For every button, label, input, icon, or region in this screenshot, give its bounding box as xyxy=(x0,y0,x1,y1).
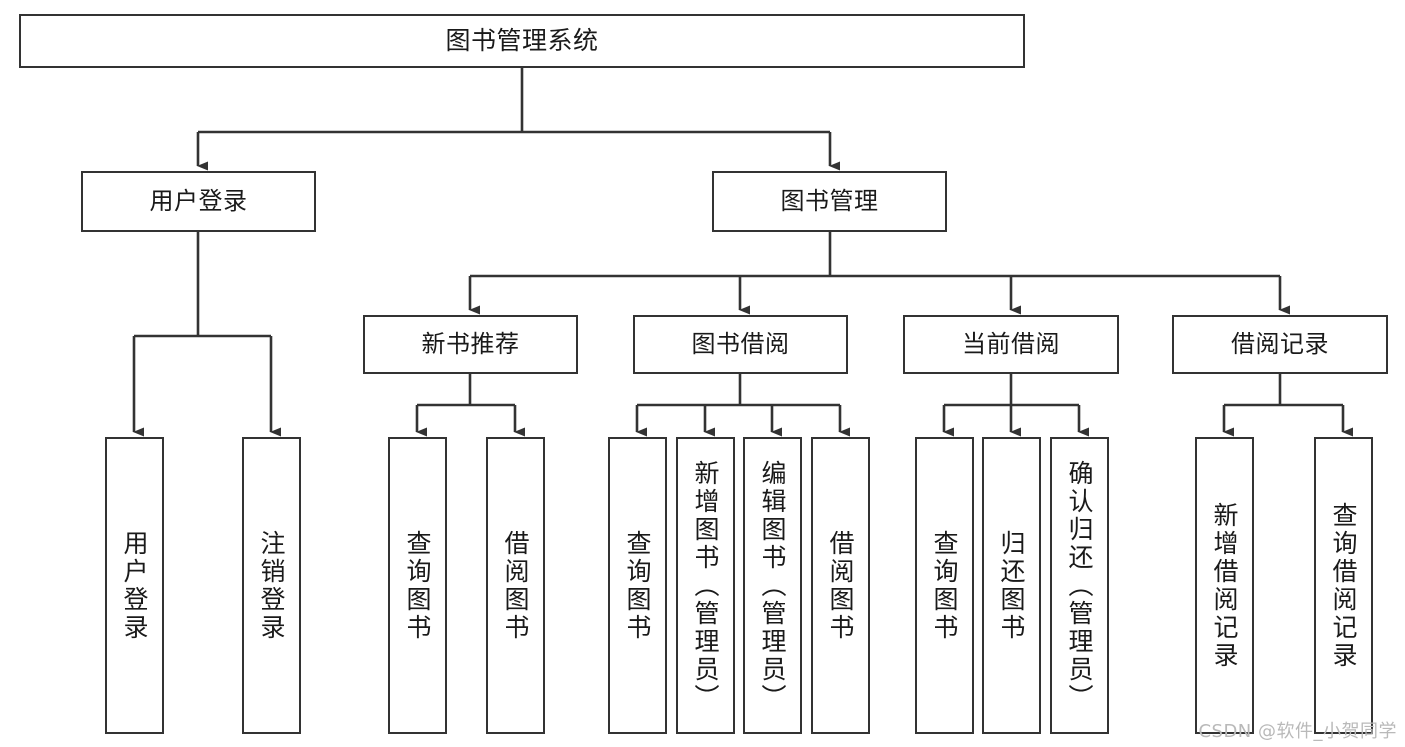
node-current-borrow[interactable]: 当前借阅 xyxy=(903,315,1119,374)
leaf-query-book-1[interactable]: 查询图书 xyxy=(388,437,447,734)
node-root[interactable]: 图书管理系统 xyxy=(19,14,1025,68)
leaf-borrow-book-2-label: 借阅图书 xyxy=(826,529,855,642)
node-book-management-label: 图书管理 xyxy=(780,187,879,216)
leaf-query-book-3-label: 查询图书 xyxy=(930,529,959,642)
node-new-book-recommend[interactable]: 新书推荐 xyxy=(363,315,578,374)
node-borrow-record-label: 借阅记录 xyxy=(1231,330,1329,359)
leaf-borrow-book-1-label: 借阅图书 xyxy=(501,529,530,642)
leaf-query-book-2-label: 查询图书 xyxy=(623,529,652,642)
leaf-add-book[interactable]: 新增图书（管理员） xyxy=(676,437,735,734)
node-new-book-recommend-label: 新书推荐 xyxy=(421,330,520,359)
leaf-logout-label: 注销登录 xyxy=(257,529,286,642)
leaf-query-record[interactable]: 查询借阅记录 xyxy=(1314,437,1373,734)
node-root-label: 图书管理系统 xyxy=(445,26,599,55)
leaf-query-book-1-label: 查询图书 xyxy=(403,529,432,642)
leaf-return-book-label: 归还图书 xyxy=(997,529,1026,642)
node-book-borrow-label: 图书借阅 xyxy=(691,330,790,359)
leaf-add-book-label: 新增图书（管理员） xyxy=(691,459,720,712)
leaf-borrow-book-2[interactable]: 借阅图书 xyxy=(811,437,870,734)
leaf-logout[interactable]: 注销登录 xyxy=(242,437,301,734)
node-user-login[interactable]: 用户登录 xyxy=(81,171,316,232)
leaf-edit-book-label: 编辑图书（管理员） xyxy=(758,459,787,712)
leaf-edit-book[interactable]: 编辑图书（管理员） xyxy=(743,437,802,734)
node-user-login-label: 用户登录 xyxy=(149,187,248,216)
node-book-management[interactable]: 图书管理 xyxy=(712,171,947,232)
leaf-add-record[interactable]: 新增借阅记录 xyxy=(1195,437,1254,734)
node-book-borrow[interactable]: 图书借阅 xyxy=(633,315,848,374)
leaf-user-login-label: 用户登录 xyxy=(120,529,149,642)
leaf-user-login[interactable]: 用户登录 xyxy=(105,437,164,734)
leaf-query-book-2[interactable]: 查询图书 xyxy=(608,437,667,734)
leaf-confirm-return[interactable]: 确认归还（管理员） xyxy=(1050,437,1109,734)
leaf-add-record-label: 新增借阅记录 xyxy=(1210,501,1239,670)
node-current-borrow-label: 当前借阅 xyxy=(962,330,1060,359)
node-borrow-record[interactable]: 借阅记录 xyxy=(1172,315,1388,374)
leaf-borrow-book-1[interactable]: 借阅图书 xyxy=(486,437,545,734)
leaf-confirm-return-label: 确认归还（管理员） xyxy=(1065,459,1094,712)
leaf-return-book[interactable]: 归还图书 xyxy=(982,437,1041,734)
leaf-query-book-3[interactable]: 查询图书 xyxy=(915,437,974,734)
leaf-query-record-label: 查询借阅记录 xyxy=(1329,501,1358,670)
